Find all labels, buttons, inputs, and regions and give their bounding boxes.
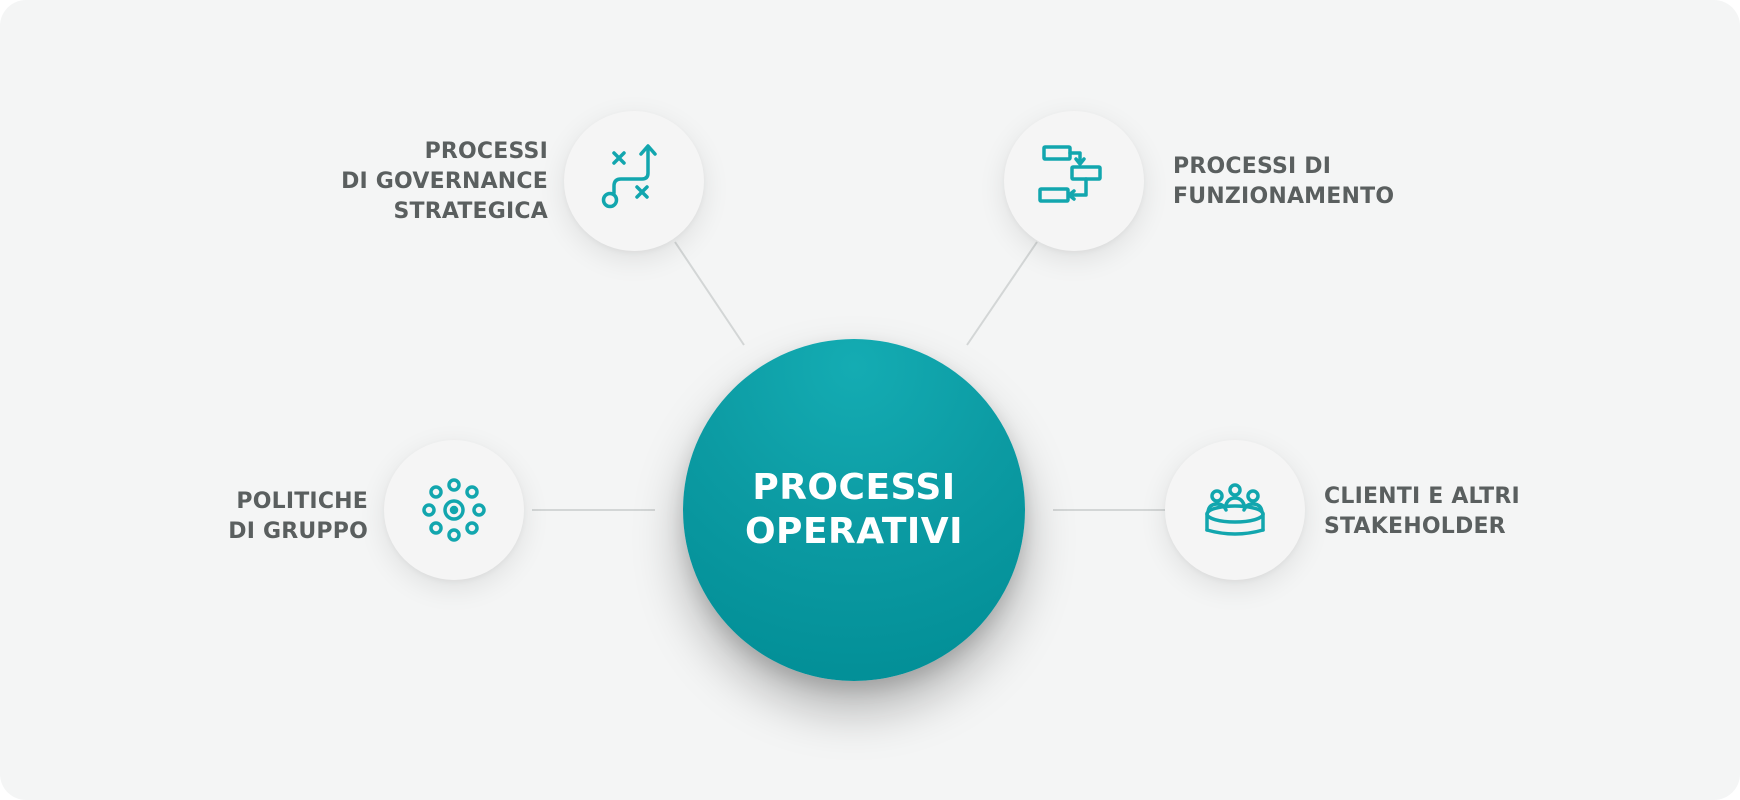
node-politiche-label: POLITICHE DI GRUPPO <box>228 489 368 544</box>
node-clienti-label: CLIENTI E ALTRI STAKEHOLDER <box>1324 484 1520 539</box>
node-politiche <box>384 440 524 580</box>
node-clienti <box>1165 440 1305 580</box>
meeting-table-icon <box>1205 483 1265 536</box>
connector-funzionamento <box>966 241 1038 346</box>
node-governance <box>564 111 704 251</box>
central-hub-title: PROCESSI OPERATIVI <box>744 467 964 552</box>
node-governance-label: PROCESSI DI GOVERNANCE STRATEGICA <box>341 139 548 224</box>
central-hub: PROCESSI OPERATIVI <box>683 339 1025 681</box>
flowchart-icon <box>1038 145 1102 203</box>
node-funzionamento <box>1004 111 1144 251</box>
strategy-play-icon <box>601 144 657 209</box>
connector-governance <box>674 241 745 346</box>
group-network-icon <box>422 478 486 542</box>
node-funzionamento-label: PROCESSI DI FUNZIONAMENTO <box>1173 154 1395 209</box>
